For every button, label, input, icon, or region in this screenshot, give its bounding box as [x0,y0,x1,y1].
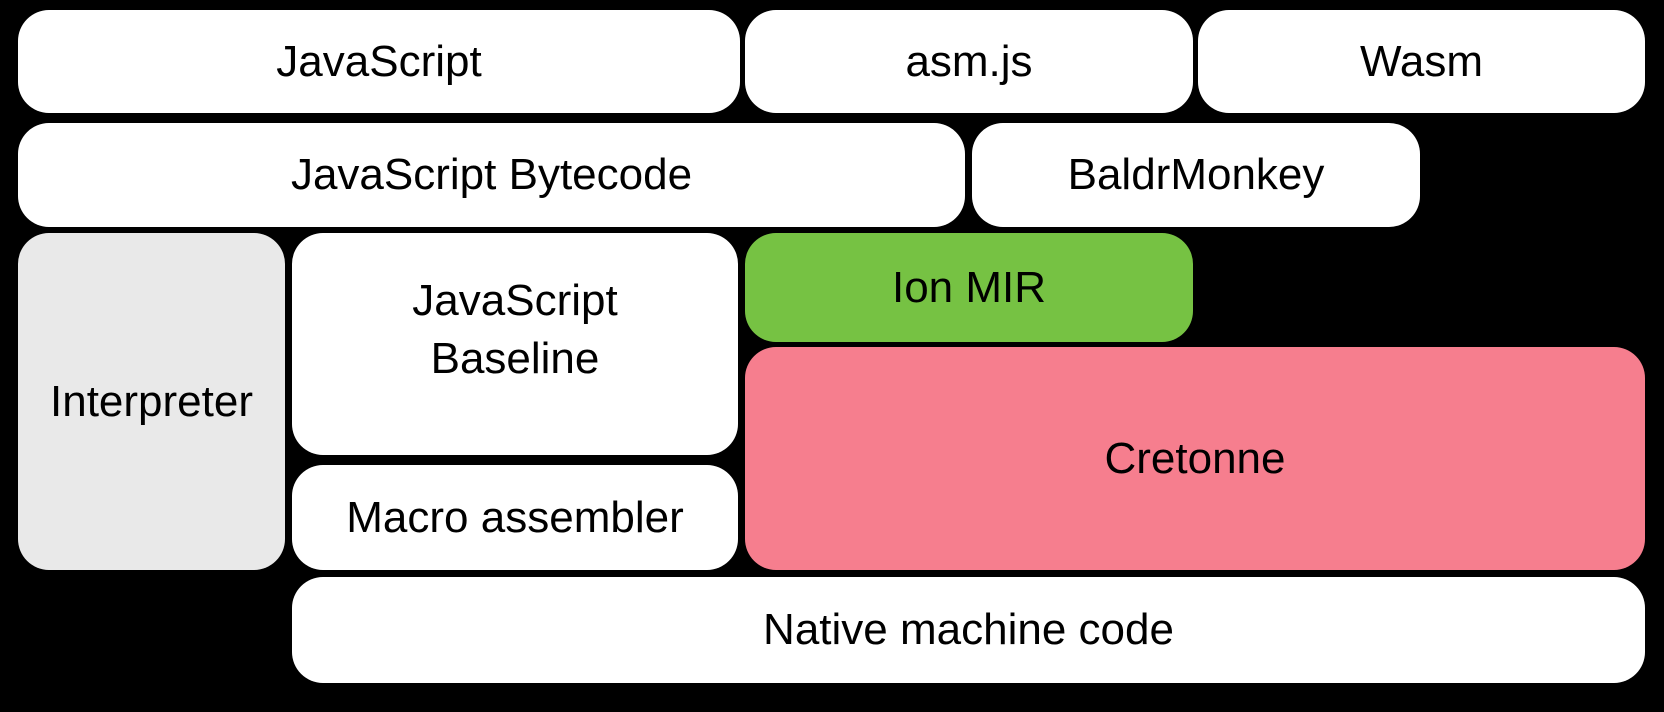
node-wasm: Wasm [1198,10,1645,113]
node-asmjs: asm.js [745,10,1193,113]
node-interpreter: Interpreter [18,233,285,570]
node-baldrmonkey: BaldrMonkey [972,123,1420,227]
node-native-machine-code: Native machine code [292,577,1645,683]
node-ion-mir: Ion MIR [745,233,1193,342]
node-javascript: JavaScript [18,10,740,113]
node-cretonne: Cretonne [745,347,1645,570]
node-javascript-baseline: JavaScript Baseline [292,233,738,455]
node-macro-assembler: Macro assembler [292,465,738,570]
node-javascript-bytecode: JavaScript Bytecode [18,123,965,227]
